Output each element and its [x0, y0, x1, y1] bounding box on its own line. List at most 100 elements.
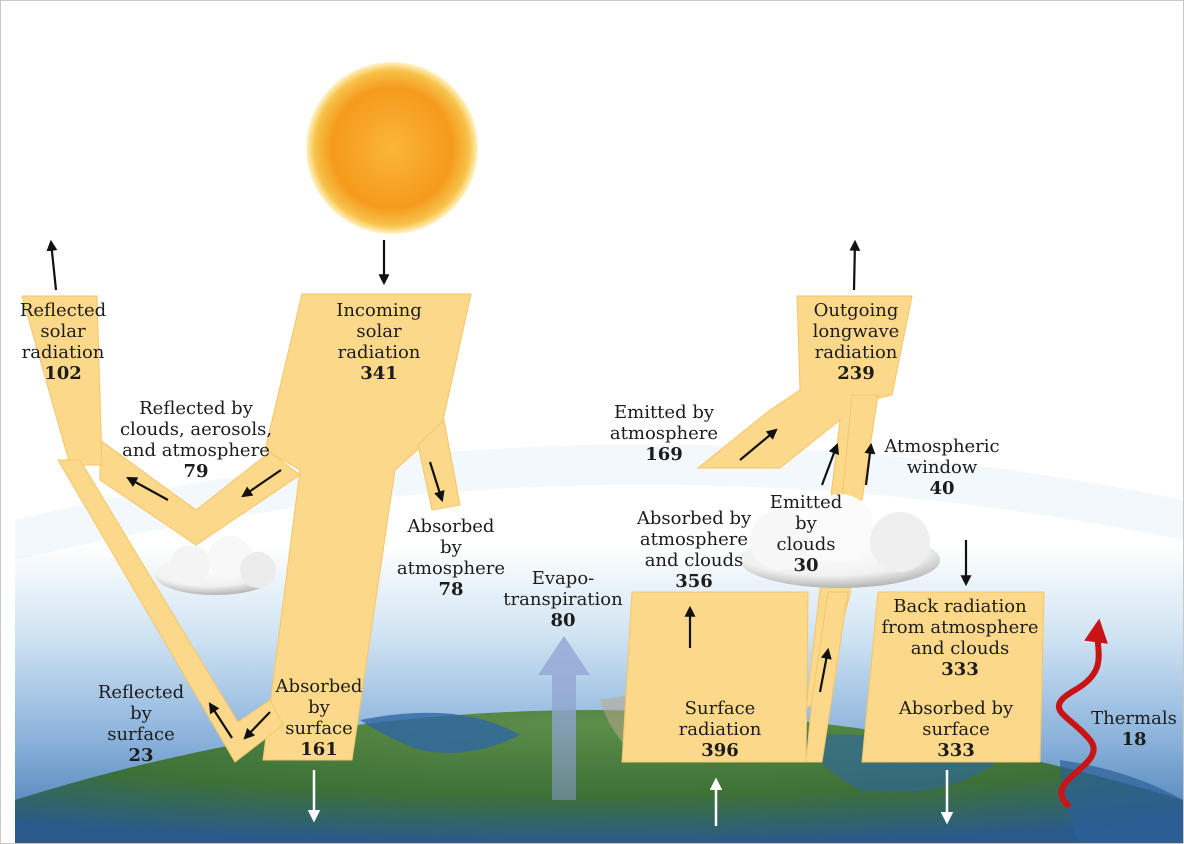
- arrow-icon: [243, 711, 271, 740]
- label-line: Absorbed: [407, 516, 495, 537]
- label-line: solar: [40, 321, 86, 342]
- label-line: from atmosphere: [881, 617, 1039, 638]
- value: 102: [44, 363, 82, 384]
- label-line: Emitted: [769, 492, 843, 513]
- evapotranspiration-label: Evapo- transpiration 80: [500, 568, 626, 631]
- label-line: atmosphere: [396, 558, 506, 579]
- label-line: by: [795, 513, 817, 534]
- thermals-label: Thermals 18: [1086, 708, 1182, 750]
- label-line: window: [906, 457, 978, 478]
- atmospheric-window-flow: [841, 394, 879, 501]
- label-line: Absorbed by: [898, 698, 1014, 719]
- label-line: surface: [285, 718, 353, 739]
- value: 80: [550, 610, 576, 631]
- label-line: radiation: [337, 342, 421, 363]
- label-line: radiation: [814, 342, 898, 363]
- label-line: clouds, aerosols,: [119, 419, 273, 440]
- label-line: surface: [107, 724, 175, 745]
- arrow-icon: [126, 476, 169, 501]
- label-line: and atmosphere: [122, 440, 270, 461]
- label-line: radiation: [678, 719, 762, 740]
- sun-icon: [306, 62, 478, 234]
- value: 341: [360, 363, 398, 384]
- reflected-solar-flow: [21, 295, 103, 466]
- label-line: atmosphere: [639, 529, 749, 550]
- label-line: and clouds: [644, 550, 744, 571]
- arrow-icon: [46, 239, 58, 291]
- label-line: by: [308, 697, 330, 718]
- evapotranspiration-arrow: [538, 636, 590, 800]
- reflected-clouds-label: Reflected by clouds, aerosols, and atmos…: [108, 398, 284, 482]
- absorbed-atmosphere-flow: [417, 418, 461, 511]
- arrow-icon: [818, 647, 832, 693]
- atmospheric-window-label: Atmospheric window 40: [878, 436, 1006, 499]
- back-radiation-label: Back radiation from atmosphere and cloud…: [880, 596, 1040, 680]
- label-line: Thermals: [1091, 708, 1177, 729]
- arrow-icon: [820, 442, 840, 486]
- thermal-wave-icon: [1056, 618, 1108, 808]
- label-line: Emitted by: [613, 402, 715, 423]
- arrow-icon: [208, 702, 233, 739]
- reflected-surface-flow: [57, 459, 284, 763]
- value: 333: [937, 740, 975, 761]
- label-line: radiation: [21, 342, 105, 363]
- label-line: Reflected: [97, 682, 185, 703]
- absorbed-surface-lw-label: Absorbed by surface 333: [890, 698, 1022, 761]
- label-line: longwave: [812, 321, 900, 342]
- label-line: transpiration: [503, 589, 623, 610]
- ocean-patch: [360, 712, 520, 753]
- value: 30: [793, 555, 819, 576]
- label-line: by: [440, 537, 462, 558]
- label-line: Reflected by: [139, 398, 253, 419]
- reflected-solar-label: Reflected solar radiation 102: [8, 300, 118, 384]
- label-line: Absorbed: [275, 676, 363, 697]
- longwave-flows: [621, 295, 1045, 763]
- shortwave-flows: [21, 293, 472, 763]
- absorbed-atmosphere-label: Absorbed by atmosphere 78: [392, 516, 510, 600]
- label-line: Back radiation: [893, 596, 1027, 617]
- value: 79: [183, 461, 209, 482]
- window-stem-flow: [805, 591, 849, 763]
- label-line: Surface: [684, 698, 756, 719]
- label-line: Outgoing: [813, 300, 899, 321]
- reflected-surface-label: Reflected by surface 23: [86, 682, 196, 766]
- cloud-icon: [740, 494, 940, 588]
- outgoing-longwave-label: Outgoing longwave radiation 239: [796, 300, 916, 384]
- value: 23: [128, 745, 154, 766]
- label-line: by: [130, 703, 152, 724]
- emitted-atmosphere-label: Emitted by atmosphere 169: [604, 402, 724, 465]
- arrow-icon: [428, 461, 445, 503]
- label-line: and clouds: [910, 638, 1010, 659]
- label-line: Reflected: [19, 300, 107, 321]
- cloud-icon: [155, 536, 276, 595]
- arrow-icon: [864, 442, 876, 486]
- back-radiation-box: [861, 591, 1045, 763]
- value: 356: [675, 571, 713, 592]
- arrow-icon: [241, 469, 282, 498]
- absorbed-surface-solar-label: Absorbed by surface 161: [264, 676, 374, 760]
- surface-radiation-label: Surface radiation 396: [660, 698, 780, 761]
- arrow-icon: [849, 239, 861, 291]
- value: 169: [645, 444, 683, 465]
- emitted-clouds-label: Emitted by clouds 30: [756, 492, 856, 576]
- label-line: atmosphere: [609, 423, 719, 444]
- absorbed-atm-clouds-label: Absorbed by atmosphere and clouds 356: [626, 508, 762, 592]
- arrows: [46, 239, 972, 740]
- arrow-icon: [739, 428, 778, 461]
- incoming-solar-flow: [262, 293, 472, 761]
- value: 40: [929, 478, 955, 499]
- label-line: clouds: [776, 534, 836, 555]
- value: 78: [438, 579, 464, 600]
- incoming-solar-label: Incoming solar radiation 341: [320, 300, 438, 384]
- label-line: surface: [922, 719, 990, 740]
- value: 18: [1121, 729, 1147, 750]
- ocean-patch-3: [1060, 760, 1183, 844]
- white-arrows: [307, 770, 954, 826]
- label-line: Atmospheric: [884, 436, 1000, 457]
- value: 333: [941, 659, 979, 680]
- value: 396: [701, 740, 739, 761]
- label-line: solar: [356, 321, 402, 342]
- value: 239: [837, 363, 875, 384]
- label-line: Evapo-: [531, 568, 595, 589]
